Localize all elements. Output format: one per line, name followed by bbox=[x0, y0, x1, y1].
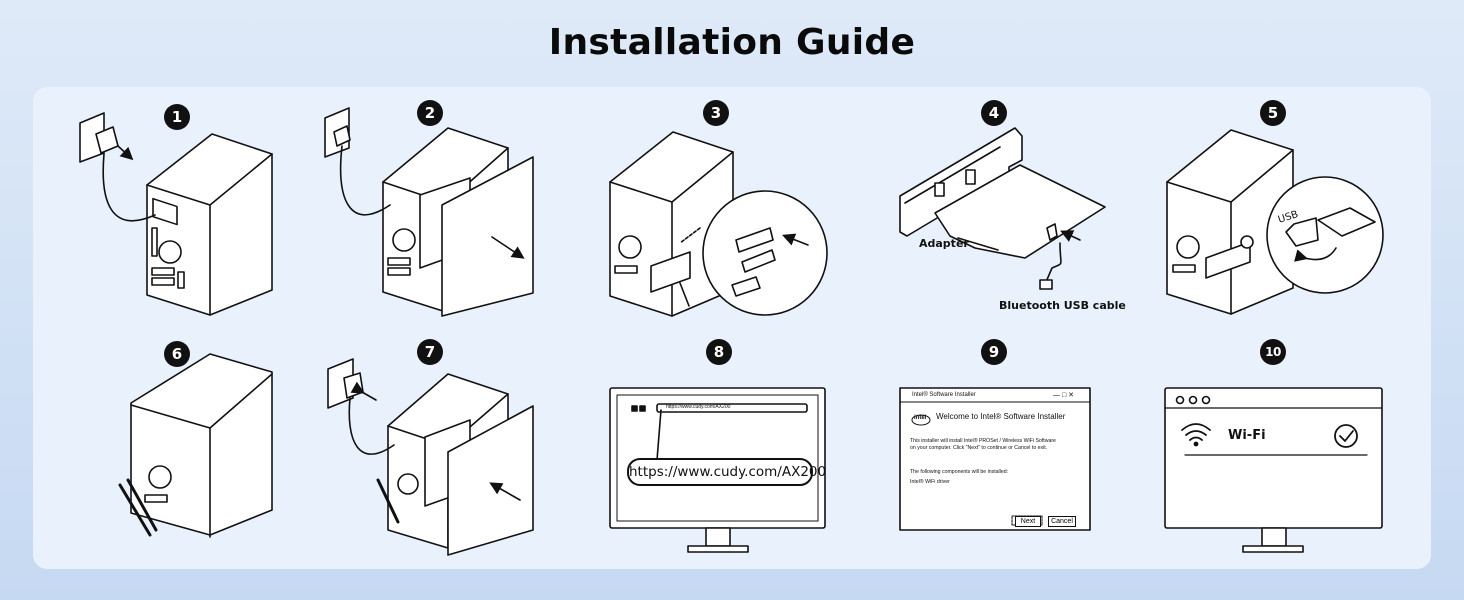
step5-illustration bbox=[1166, 129, 1384, 315]
step-badge-9: 9 bbox=[981, 339, 1007, 365]
cancel-button[interactable]: Cancel bbox=[1048, 516, 1076, 527]
step6-illustration bbox=[118, 353, 273, 538]
step10-monitor bbox=[1164, 387, 1383, 553]
step-badge-3: 3 bbox=[703, 100, 729, 126]
bluetooth-cable-label: Bluetooth USB cable bbox=[999, 299, 1126, 312]
page-title: Installation Guide bbox=[548, 22, 916, 63]
wifi-network-label: Wi-Fi bbox=[1228, 428, 1266, 443]
step-badge-7: 7 bbox=[417, 339, 443, 365]
installer-components-text: The following components will be install… bbox=[910, 469, 1009, 475]
wifi-icon bbox=[1181, 423, 1211, 447]
step1-illustration bbox=[79, 112, 273, 316]
step-badge-8: 8 bbox=[706, 339, 732, 365]
step3-illustration bbox=[609, 131, 828, 317]
step-badge-6: 6 bbox=[164, 341, 190, 367]
step-badge-1: 1 bbox=[164, 104, 190, 130]
cudy-url: https://www.cudy.com/AX200 bbox=[627, 458, 826, 486]
installer-window-title: Intel® Software Installer bbox=[912, 392, 976, 398]
window-controls: — □ ✕ bbox=[1053, 392, 1074, 399]
step-badge-2: 2 bbox=[417, 100, 443, 126]
step-badge-10: 10 bbox=[1260, 339, 1286, 365]
installer-body-line1: This installer will install Intel® PROSe… bbox=[910, 438, 1056, 444]
step4-illustration bbox=[899, 127, 1106, 290]
address-bar-text: https://www.cudy.com/AX200 bbox=[666, 404, 731, 410]
installer-heading: Welcome to Intel® Software Installer bbox=[936, 412, 1066, 421]
step7-illustration bbox=[327, 358, 534, 556]
installer-component-item: Intel® WiFi driver bbox=[910, 479, 950, 485]
installer-body-line2: on your computer. Click "Next" to contin… bbox=[910, 445, 1048, 451]
adapter-label: Adapter bbox=[919, 237, 969, 250]
step-badge-4: 4 bbox=[981, 100, 1007, 126]
step9-monitor bbox=[899, 387, 1091, 531]
intel-logo-text: intel bbox=[914, 415, 927, 421]
checkmark-icon bbox=[1334, 424, 1358, 448]
step-badge-5: 5 bbox=[1260, 100, 1286, 126]
step2-illustration bbox=[324, 107, 534, 317]
next-button[interactable]: Next bbox=[1015, 516, 1041, 527]
